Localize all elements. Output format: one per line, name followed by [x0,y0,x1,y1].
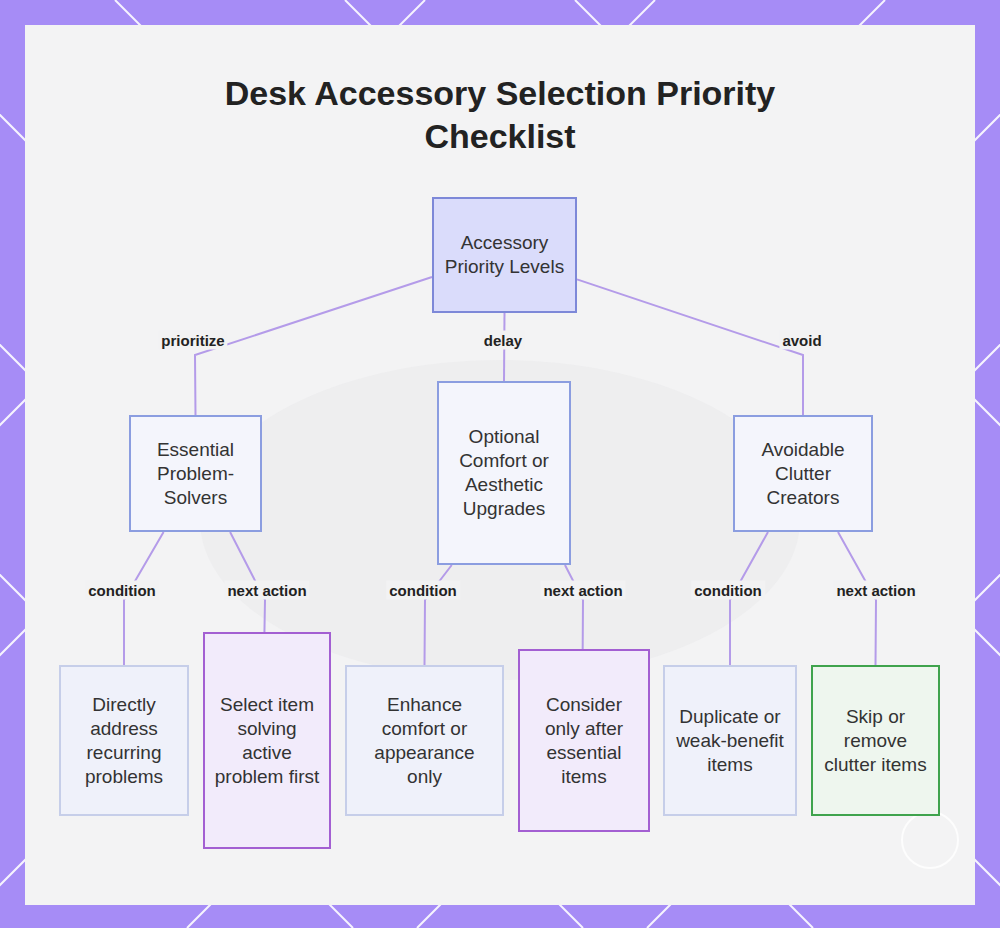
edge-label: delay [481,331,525,350]
node-text-group: Select item solving active problem first [213,693,321,789]
edge-label: next action [540,581,625,600]
node-text: Avoidable Clutter Creators [743,438,863,510]
inner-panel [25,25,975,905]
edge-label: condition [85,581,159,600]
node-text-group: Accessory Priority Levels [442,231,567,279]
connector-line [195,277,432,415]
action-box: Select item solving active problem first [203,632,331,849]
edge-label: condition [386,581,460,600]
condition-box: Duplicate or weak-benefit items [663,665,797,816]
node-text-group: Skip or remove clutter items [821,705,930,777]
node-text-group: Directly address recurring problems [69,693,179,789]
node-text: Consider only after essential items [528,693,640,789]
node-text: Accessory Priority Levels [442,231,567,279]
root-box: Accessory Priority Levels [432,197,577,313]
node-text-group: Duplicate or weak-benefit items [673,705,787,777]
condition-box: Enhance comfort or appearance only [345,665,504,816]
node-text-group: Consider only after essential items [528,693,640,789]
edge-label: condition [691,581,765,600]
condition-box: Directly address recurring problems [59,665,189,816]
edge-label: prioritize [158,331,227,350]
category-box: Essential Problem-Solvers [129,415,262,532]
node-text-group: Essential Problem-Solvers [139,438,252,510]
action-box: Consider only after essential items [518,649,650,832]
node-text: Optional Comfort or Aesthetic Upgrades [447,425,561,521]
corner-logo [902,812,958,868]
node-text: Essential Problem-Solvers [139,438,252,510]
node-text-group: Enhance comfort or appearance only [355,693,494,789]
category-box: Avoidable Clutter Creators [733,415,873,532]
edge-label: avoid [779,331,824,350]
node-text: Enhance comfort or appearance only [355,693,494,789]
diagram-title: Desk Accessory Selection Priority Checkl… [150,72,850,158]
node-text: Directly address recurring problems [69,693,179,789]
category-box: Optional Comfort or Aesthetic Upgrades [437,381,571,565]
edge-label: next action [224,581,309,600]
action-box: Skip or remove clutter items [811,665,940,816]
connector-line [565,565,583,649]
node-text-group: Optional Comfort or Aesthetic Upgrades [447,425,561,521]
node-text: Select item solving active problem first [213,693,321,789]
node-text: Duplicate or weak-benefit items [673,705,787,777]
connector-line [577,279,803,415]
node-text: Skip or remove clutter items [821,705,930,777]
node-text-group: Avoidable Clutter Creators [743,438,863,510]
edge-label: next action [833,581,918,600]
